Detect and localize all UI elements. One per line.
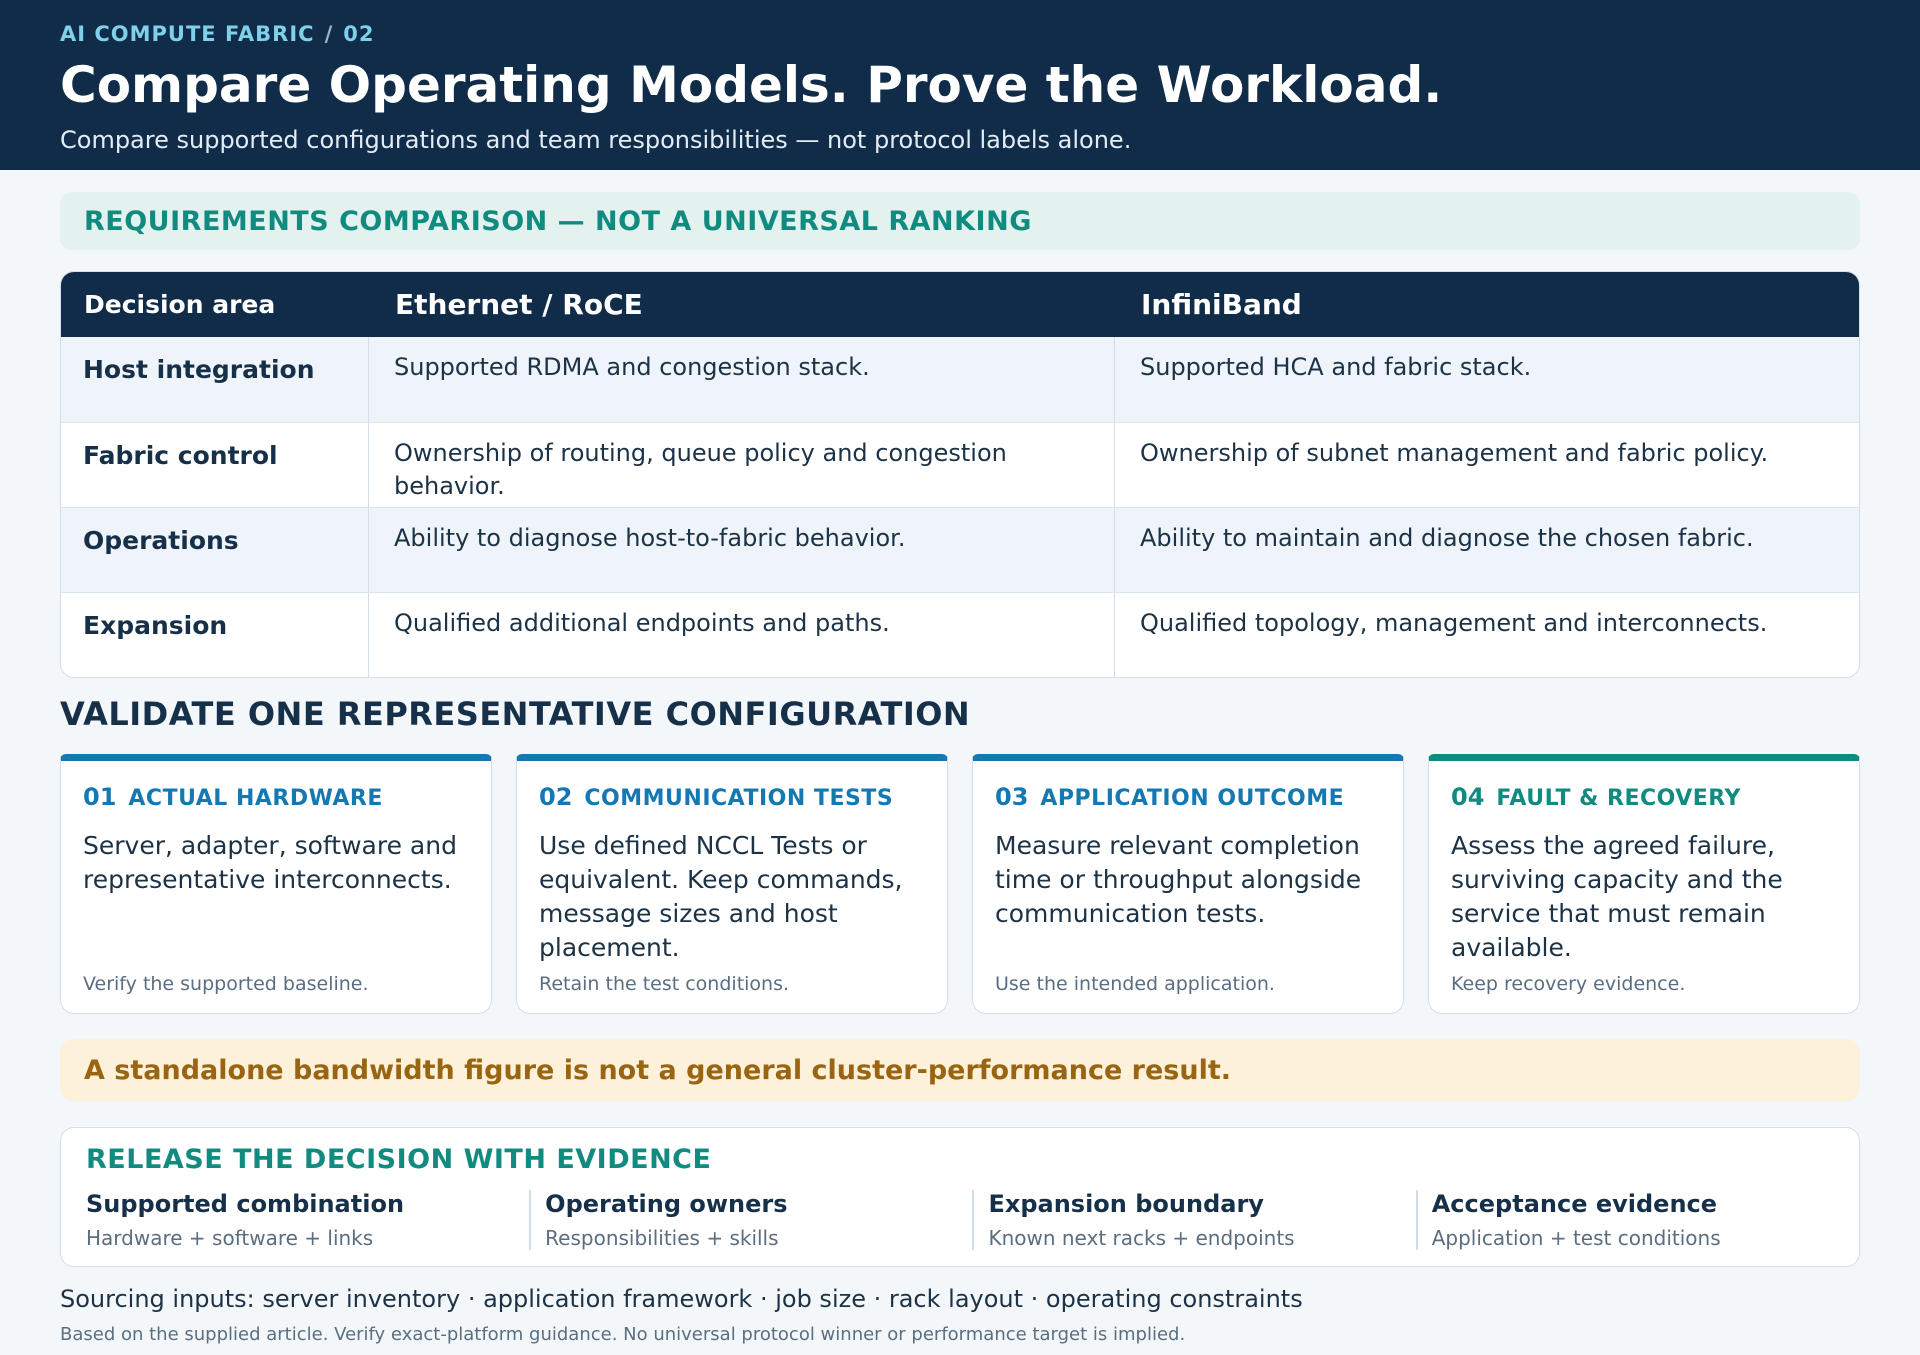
release-item: Supported combination Hardware + softwar… bbox=[86, 1190, 529, 1250]
eyebrow-section: AI COMPUTE FABRIC bbox=[60, 22, 315, 46]
card-fault-recovery: 04 FAULT & RECOVERY Assess the agreed fai… bbox=[1428, 754, 1860, 1014]
infiniband-cell: Supported HCA and fabric stack. bbox=[1140, 353, 1532, 381]
card-footnote: Retain the test conditions. bbox=[539, 973, 790, 995]
table-row: Host integration Supported RDMA and cong… bbox=[61, 337, 1859, 422]
release-item-sub: Responsibilities + skills bbox=[545, 1226, 779, 1250]
card-number: 03 bbox=[995, 783, 1029, 811]
card-footnote: Use the intended application. bbox=[995, 973, 1275, 995]
comparison-table: Decision area Ethernet / RoCE InfiniBand… bbox=[60, 271, 1860, 678]
release-item-title: Acceptance evidence bbox=[1431, 1190, 1718, 1218]
eyebrow-number: 02 bbox=[343, 22, 375, 46]
row-label: Operations bbox=[61, 508, 369, 592]
validate-section-title: VALIDATE ONE REPRESENTATIVE CONFIGURATIO… bbox=[60, 695, 971, 733]
infiniband-cell: Qualified topology, management and inter… bbox=[1140, 609, 1768, 637]
validation-cards: 01 ACTUAL HARDWARE Server, adapter, softw… bbox=[60, 754, 1860, 1014]
release-title: RELEASE THE DECISION WITH EVIDENCE bbox=[86, 1144, 712, 1175]
page-title: Compare Operating Models. Prove the Work… bbox=[60, 56, 1443, 114]
card-body: Use defined NCCL Tests or equivalent. Ke… bbox=[539, 831, 903, 962]
card-body: Measure relevant completion time or thro… bbox=[995, 831, 1362, 928]
card-title: APPLICATION OUTCOME bbox=[1040, 786, 1345, 811]
infiniband-cell: Ownership of subnet management and fabri… bbox=[1140, 439, 1769, 467]
release-item: Expansion boundary Known next racks + en… bbox=[972, 1190, 1415, 1250]
sourcing-inputs: Sourcing inputs: server inventory · appl… bbox=[60, 1285, 1303, 1313]
card-application-outcome: 03 APPLICATION OUTCOME Measure relevant c… bbox=[972, 754, 1404, 1014]
table-header-row: Decision area Ethernet / RoCE InfiniBand bbox=[61, 272, 1859, 337]
page-header: AI COMPUTE FABRIC / 02 Compare Operating M… bbox=[0, 0, 1920, 170]
card-title: FAULT & RECOVERY bbox=[1496, 786, 1741, 811]
release-item-sub: Application + test conditions bbox=[1431, 1226, 1721, 1250]
release-item-sub: Known next racks + endpoints bbox=[988, 1226, 1295, 1250]
card-number: 04 bbox=[1451, 783, 1485, 811]
row-label: Expansion bbox=[61, 593, 369, 677]
eyebrow-separator: / bbox=[324, 22, 334, 46]
row-label: Host integration bbox=[61, 337, 369, 422]
table-row: Operations Ability to diagnose host-to-f… bbox=[61, 507, 1859, 592]
ethernet-cell: Qualified additional endpoints and paths… bbox=[369, 593, 1115, 677]
column-header-ethernet: Ethernet / RoCE bbox=[395, 288, 643, 321]
release-item-title: Expansion boundary bbox=[988, 1190, 1264, 1218]
table-row: Fabric control Ownership of routing, que… bbox=[61, 422, 1859, 507]
table-row: Expansion Qualified additional endpoints… bbox=[61, 592, 1859, 677]
ethernet-cell: Ownership of routing, queue policy and c… bbox=[369, 423, 1115, 507]
page-subtitle: Compare supported configurations and tea… bbox=[60, 126, 1132, 154]
card-communication-tests: 02 COMMUNICATION TESTS Use defined NCCL T… bbox=[516, 754, 948, 1014]
card-number: 02 bbox=[539, 783, 573, 811]
release-item-title: Operating owners bbox=[545, 1190, 788, 1218]
requirements-banner: REQUIREMENTS COMPARISON — NOT A UNIVERSA… bbox=[60, 192, 1860, 250]
release-item-title: Supported combination bbox=[86, 1190, 405, 1218]
card-number: 01 bbox=[83, 783, 117, 811]
ethernet-cell: Supported RDMA and congestion stack. bbox=[369, 337, 1115, 422]
column-header-infiniband: InfiniBand bbox=[1141, 288, 1302, 321]
eyebrow: AI COMPUTE FABRIC / 02 bbox=[60, 22, 374, 46]
card-title: COMMUNICATION TESTS bbox=[584, 786, 894, 811]
row-label: Fabric control bbox=[61, 423, 369, 507]
card-title: ACTUAL HARDWARE bbox=[128, 786, 383, 811]
release-panel: RELEASE THE DECISION WITH EVIDENCE Suppo… bbox=[60, 1127, 1860, 1267]
card-footnote: Verify the supported baseline. bbox=[83, 973, 369, 995]
footnote: Based on the supplied article. Verify ex… bbox=[60, 1324, 1186, 1345]
card-footnote: Keep recovery evidence. bbox=[1451, 973, 1686, 995]
card-actual-hardware: 01 ACTUAL HARDWARE Server, adapter, softw… bbox=[60, 754, 492, 1014]
ethernet-cell: Ability to diagnose host-to-fabric behav… bbox=[369, 508, 1115, 592]
column-header-decision-area: Decision area bbox=[84, 290, 276, 319]
release-item: Operating owners Responsibilities + skil… bbox=[529, 1190, 972, 1250]
card-body: Assess the agreed failure, surviving cap… bbox=[1451, 831, 1783, 962]
infiniband-cell: Ability to maintain and diagnose the cho… bbox=[1140, 524, 1754, 552]
release-item-sub: Hardware + software + links bbox=[86, 1226, 374, 1250]
warning-callout: A standalone bandwidth figure is not a g… bbox=[60, 1039, 1860, 1101]
release-item: Acceptance evidence Application + test c… bbox=[1415, 1190, 1859, 1250]
card-body: Server, adapter, software and representa… bbox=[83, 831, 457, 894]
